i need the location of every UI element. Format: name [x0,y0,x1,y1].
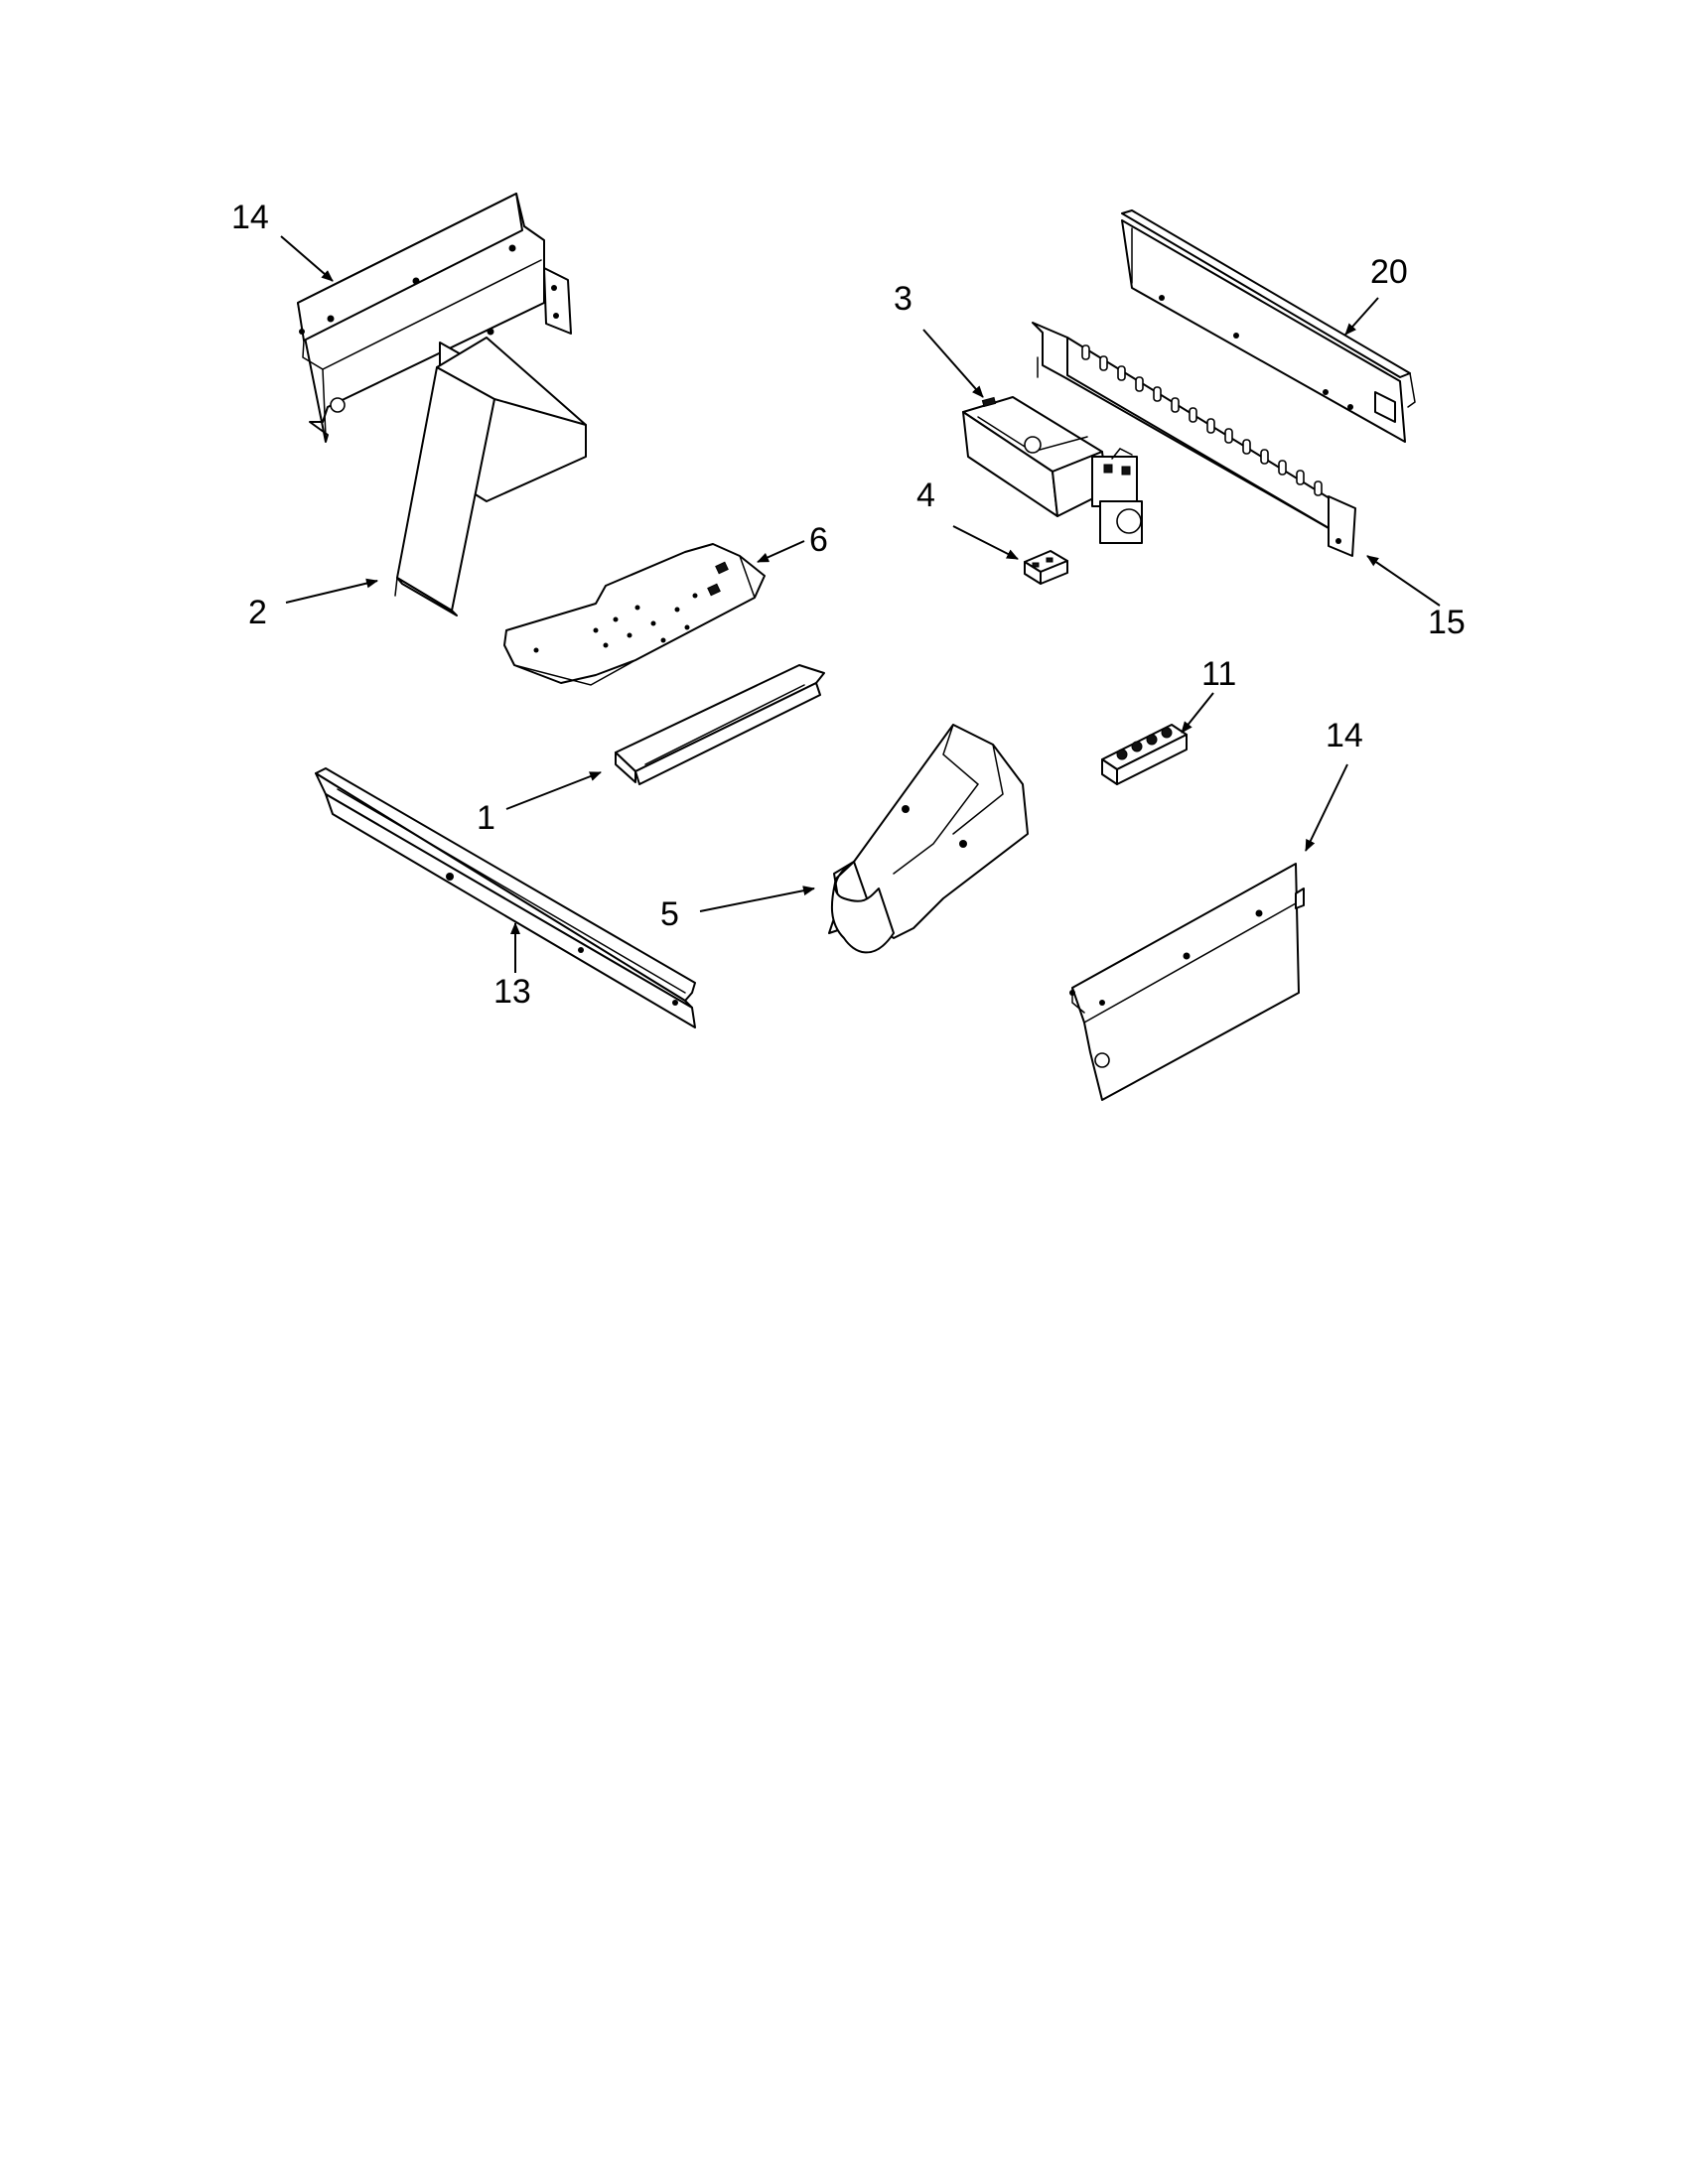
leader-lines [280,235,1441,973]
part-3-control-assembly[interactable] [962,396,1143,544]
callout-13: 13 [493,973,531,1011]
callout-labels: 14 20 3 2 6 4 15 11 14 1 5 13 [231,199,1466,1011]
part-20-top-bar[interactable] [1121,209,1416,443]
callout-14-right: 14 [1326,717,1363,754]
callout-5: 5 [660,895,679,933]
leader-6 [757,540,805,563]
callout-4: 4 [916,477,935,514]
louver-slots [1081,344,1323,496]
leader-11 [1181,692,1214,734]
callout-20: 20 [1370,253,1408,291]
part-14-side-bracket-left[interactable] [297,193,572,443]
leader-15 [1366,555,1441,607]
callout-6: 6 [809,521,828,559]
leader-1 [505,771,602,810]
part-2-angled-duct[interactable] [394,337,587,616]
callout-3: 3 [894,280,912,318]
part-4-small-block[interactable] [1024,550,1068,585]
leader-5 [699,886,815,912]
part-6-perforated-plate[interactable] [503,543,766,686]
part-14-side-bracket-right[interactable] [1069,863,1305,1101]
leader-3 [922,329,984,398]
part-11-terminal-block[interactable] [1101,724,1188,785]
part-1-strip[interactable] [615,664,825,785]
callout-2: 2 [248,594,267,631]
leader-2 [285,578,378,604]
leader-4 [952,525,1019,560]
callout-14-top: 14 [231,199,269,236]
part-13-rail[interactable] [315,767,696,1028]
leader-14-top [280,235,334,282]
leader-20 [1344,297,1379,336]
leader-14-right [1305,763,1348,852]
callout-1: 1 [477,799,495,837]
callout-15: 15 [1428,604,1466,641]
callout-11: 11 [1201,655,1236,693]
part-5-formed-shield[interactable] [828,724,1029,954]
part-15-louvered-bracket[interactable] [1032,322,1356,557]
